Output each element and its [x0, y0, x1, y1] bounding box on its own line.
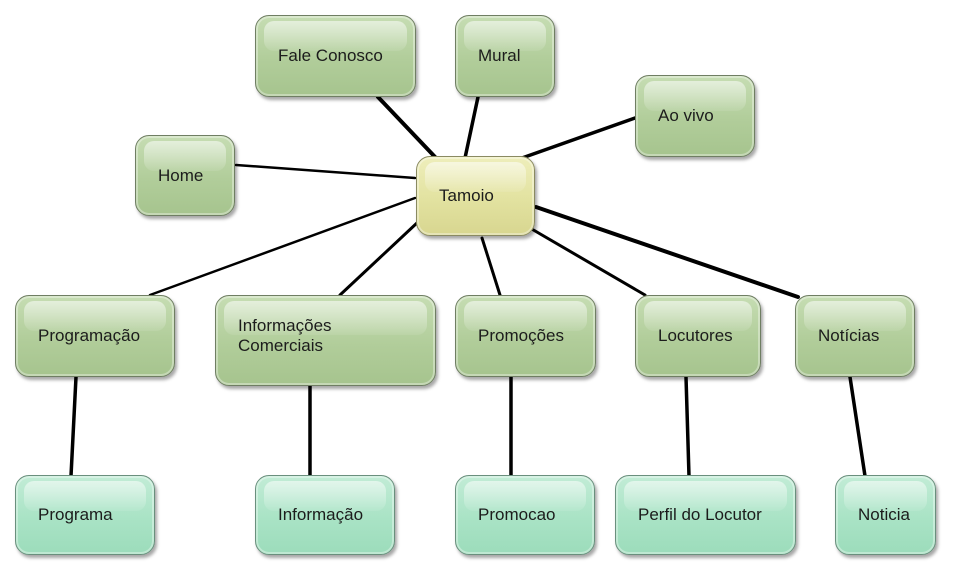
node-home-label: Home: [158, 165, 204, 185]
node-informacao[interactable]: Informação: [255, 475, 395, 555]
node-mural-label: Mural: [478, 46, 521, 66]
edge-noticias-noticia: [848, 375, 867, 478]
node-promocao-label: Promocao: [478, 505, 556, 525]
node-fale-conosco[interactable]: Fale Conosco: [255, 15, 416, 97]
node-noticias[interactable]: Notícias: [795, 295, 915, 377]
edge-programacao-programa: [69, 375, 78, 478]
edge-tamoio-promocoes: [480, 236, 502, 297]
node-locutores-label: Locutores: [658, 326, 733, 346]
node-noticia[interactable]: Noticia: [835, 475, 936, 555]
node-ao-vivo[interactable]: Ao vivo: [635, 75, 755, 157]
node-programa-label: Programa: [38, 505, 113, 525]
node-promocao[interactable]: Promocao: [455, 475, 595, 555]
node-programacao[interactable]: Programação: [15, 295, 175, 377]
node-promocoes[interactable]: Promoções: [455, 295, 596, 377]
node-noticia-label: Noticia: [858, 505, 910, 525]
node-fale-conosco-label: Fale Conosco: [278, 46, 383, 66]
node-informacoes-comerciais-label: Informações Comerciais: [238, 315, 332, 355]
node-perfil-do-locutor[interactable]: Perfil do Locutor: [615, 475, 796, 555]
node-informacao-label: Informação: [278, 505, 364, 525]
node-ao-vivo-label: Ao vivo: [658, 106, 714, 126]
node-locutores[interactable]: Locutores: [635, 295, 761, 377]
node-mural[interactable]: Mural: [455, 15, 555, 97]
edge-tamoio-mural: [463, 95, 480, 160]
node-tamoio-label: Tamoio: [439, 186, 494, 206]
node-programacao-label: Programação: [38, 326, 141, 346]
node-home[interactable]: Home: [135, 135, 235, 216]
node-programa[interactable]: Programa: [15, 475, 155, 555]
edge-tamoio-locutores: [528, 226, 647, 297]
edge-tamoio-ao-vivo: [520, 116, 637, 160]
node-informacoes-comerciais[interactable]: Informações Comerciais: [215, 295, 436, 386]
edge-tamoio-programacao: [148, 196, 417, 297]
edge-tamoio-informacoes: [338, 220, 420, 297]
edge-tamoio-home: [234, 163, 417, 180]
node-noticias-label: Notícias: [818, 326, 880, 346]
edge-tamoio-fale-conosco: [376, 95, 438, 160]
node-promocoes-label: Promoções: [478, 326, 564, 346]
edge-tamoio-noticias: [534, 205, 800, 299]
node-perfil-do-locutor-label: Perfil do Locutor: [638, 505, 762, 525]
node-tamoio[interactable]: Tamoio: [416, 156, 535, 236]
edge-locutores-perfil: [684, 375, 691, 478]
